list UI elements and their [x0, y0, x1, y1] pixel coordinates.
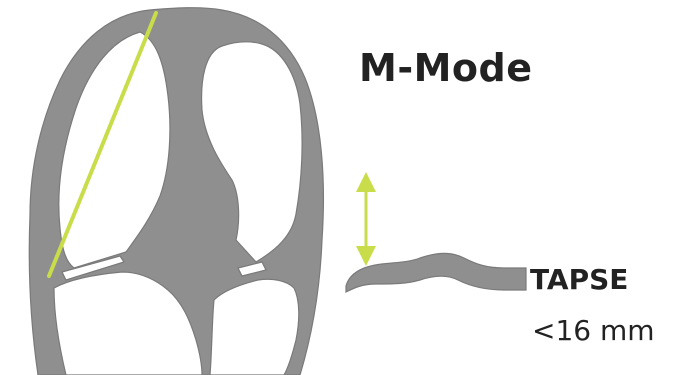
left-atrium-cavity — [210, 279, 299, 375]
tapse-trace-icon — [346, 253, 526, 292]
double-arrow-icon — [356, 172, 376, 266]
diagram-title: M-Mode — [359, 46, 532, 90]
tapse-label: TAPSE — [530, 263, 628, 296]
tapse-threshold: <16 mm — [532, 314, 655, 347]
